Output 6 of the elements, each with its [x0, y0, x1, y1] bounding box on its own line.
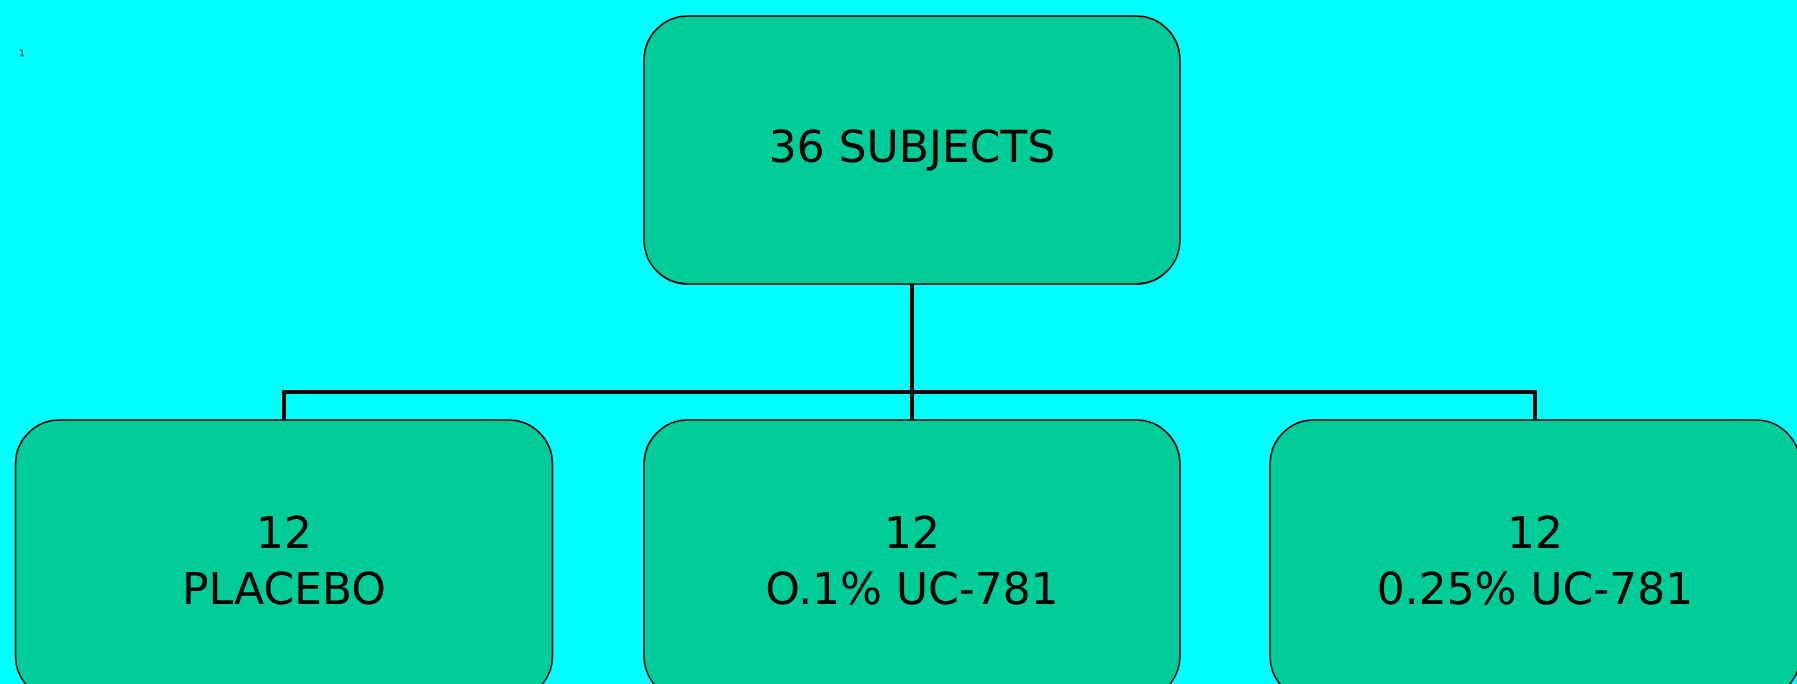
group-box: 12 PLACEBO — [14, 419, 554, 684]
group-box: 12 0.25% UC-781 — [1269, 419, 1797, 684]
connector-line — [910, 284, 1537, 420]
page-number: 1 — [20, 49, 25, 57]
group-box: 12 O.1% UC-781 — [643, 419, 1181, 684]
group-box: 36 SUBJECTS — [643, 15, 1181, 285]
